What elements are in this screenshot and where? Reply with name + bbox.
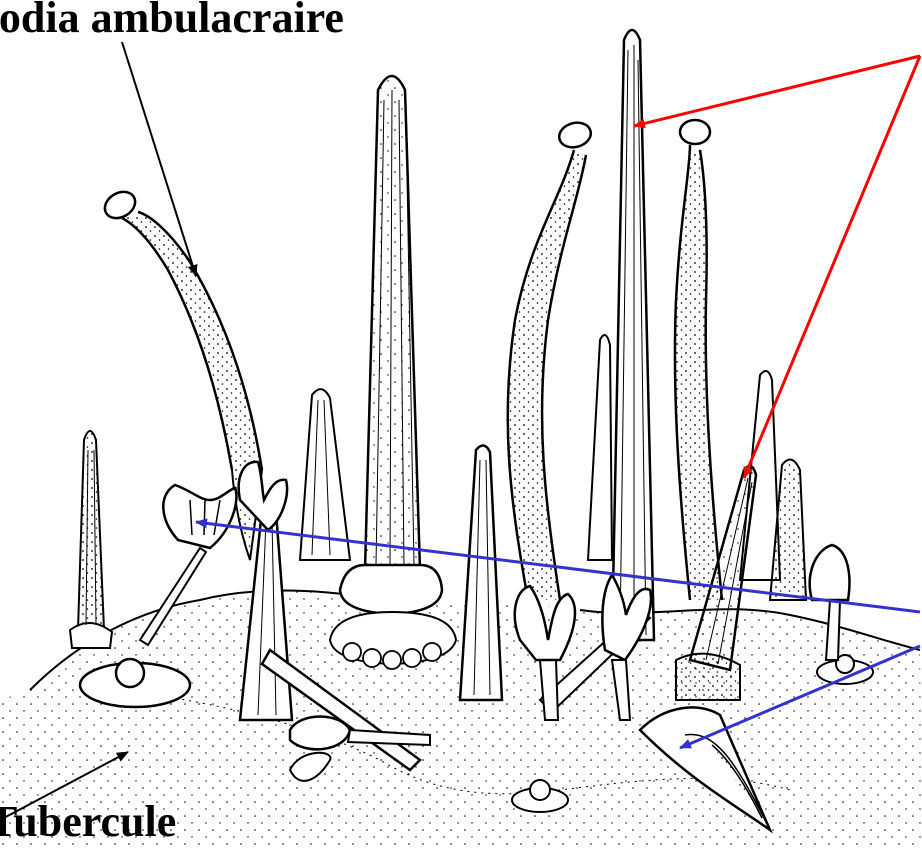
spine-far-left	[70, 431, 112, 648]
arrow-spine-mid	[744, 56, 920, 478]
spine-fore-center	[460, 445, 502, 700]
podia-center	[508, 119, 594, 600]
label-podia: Podia ambulacraire	[0, 0, 344, 40]
label-tubercle: Tubercule	[0, 800, 176, 844]
arrow-spine-top	[634, 56, 920, 126]
spine-central-large	[330, 76, 456, 669]
podia-right	[675, 120, 722, 600]
